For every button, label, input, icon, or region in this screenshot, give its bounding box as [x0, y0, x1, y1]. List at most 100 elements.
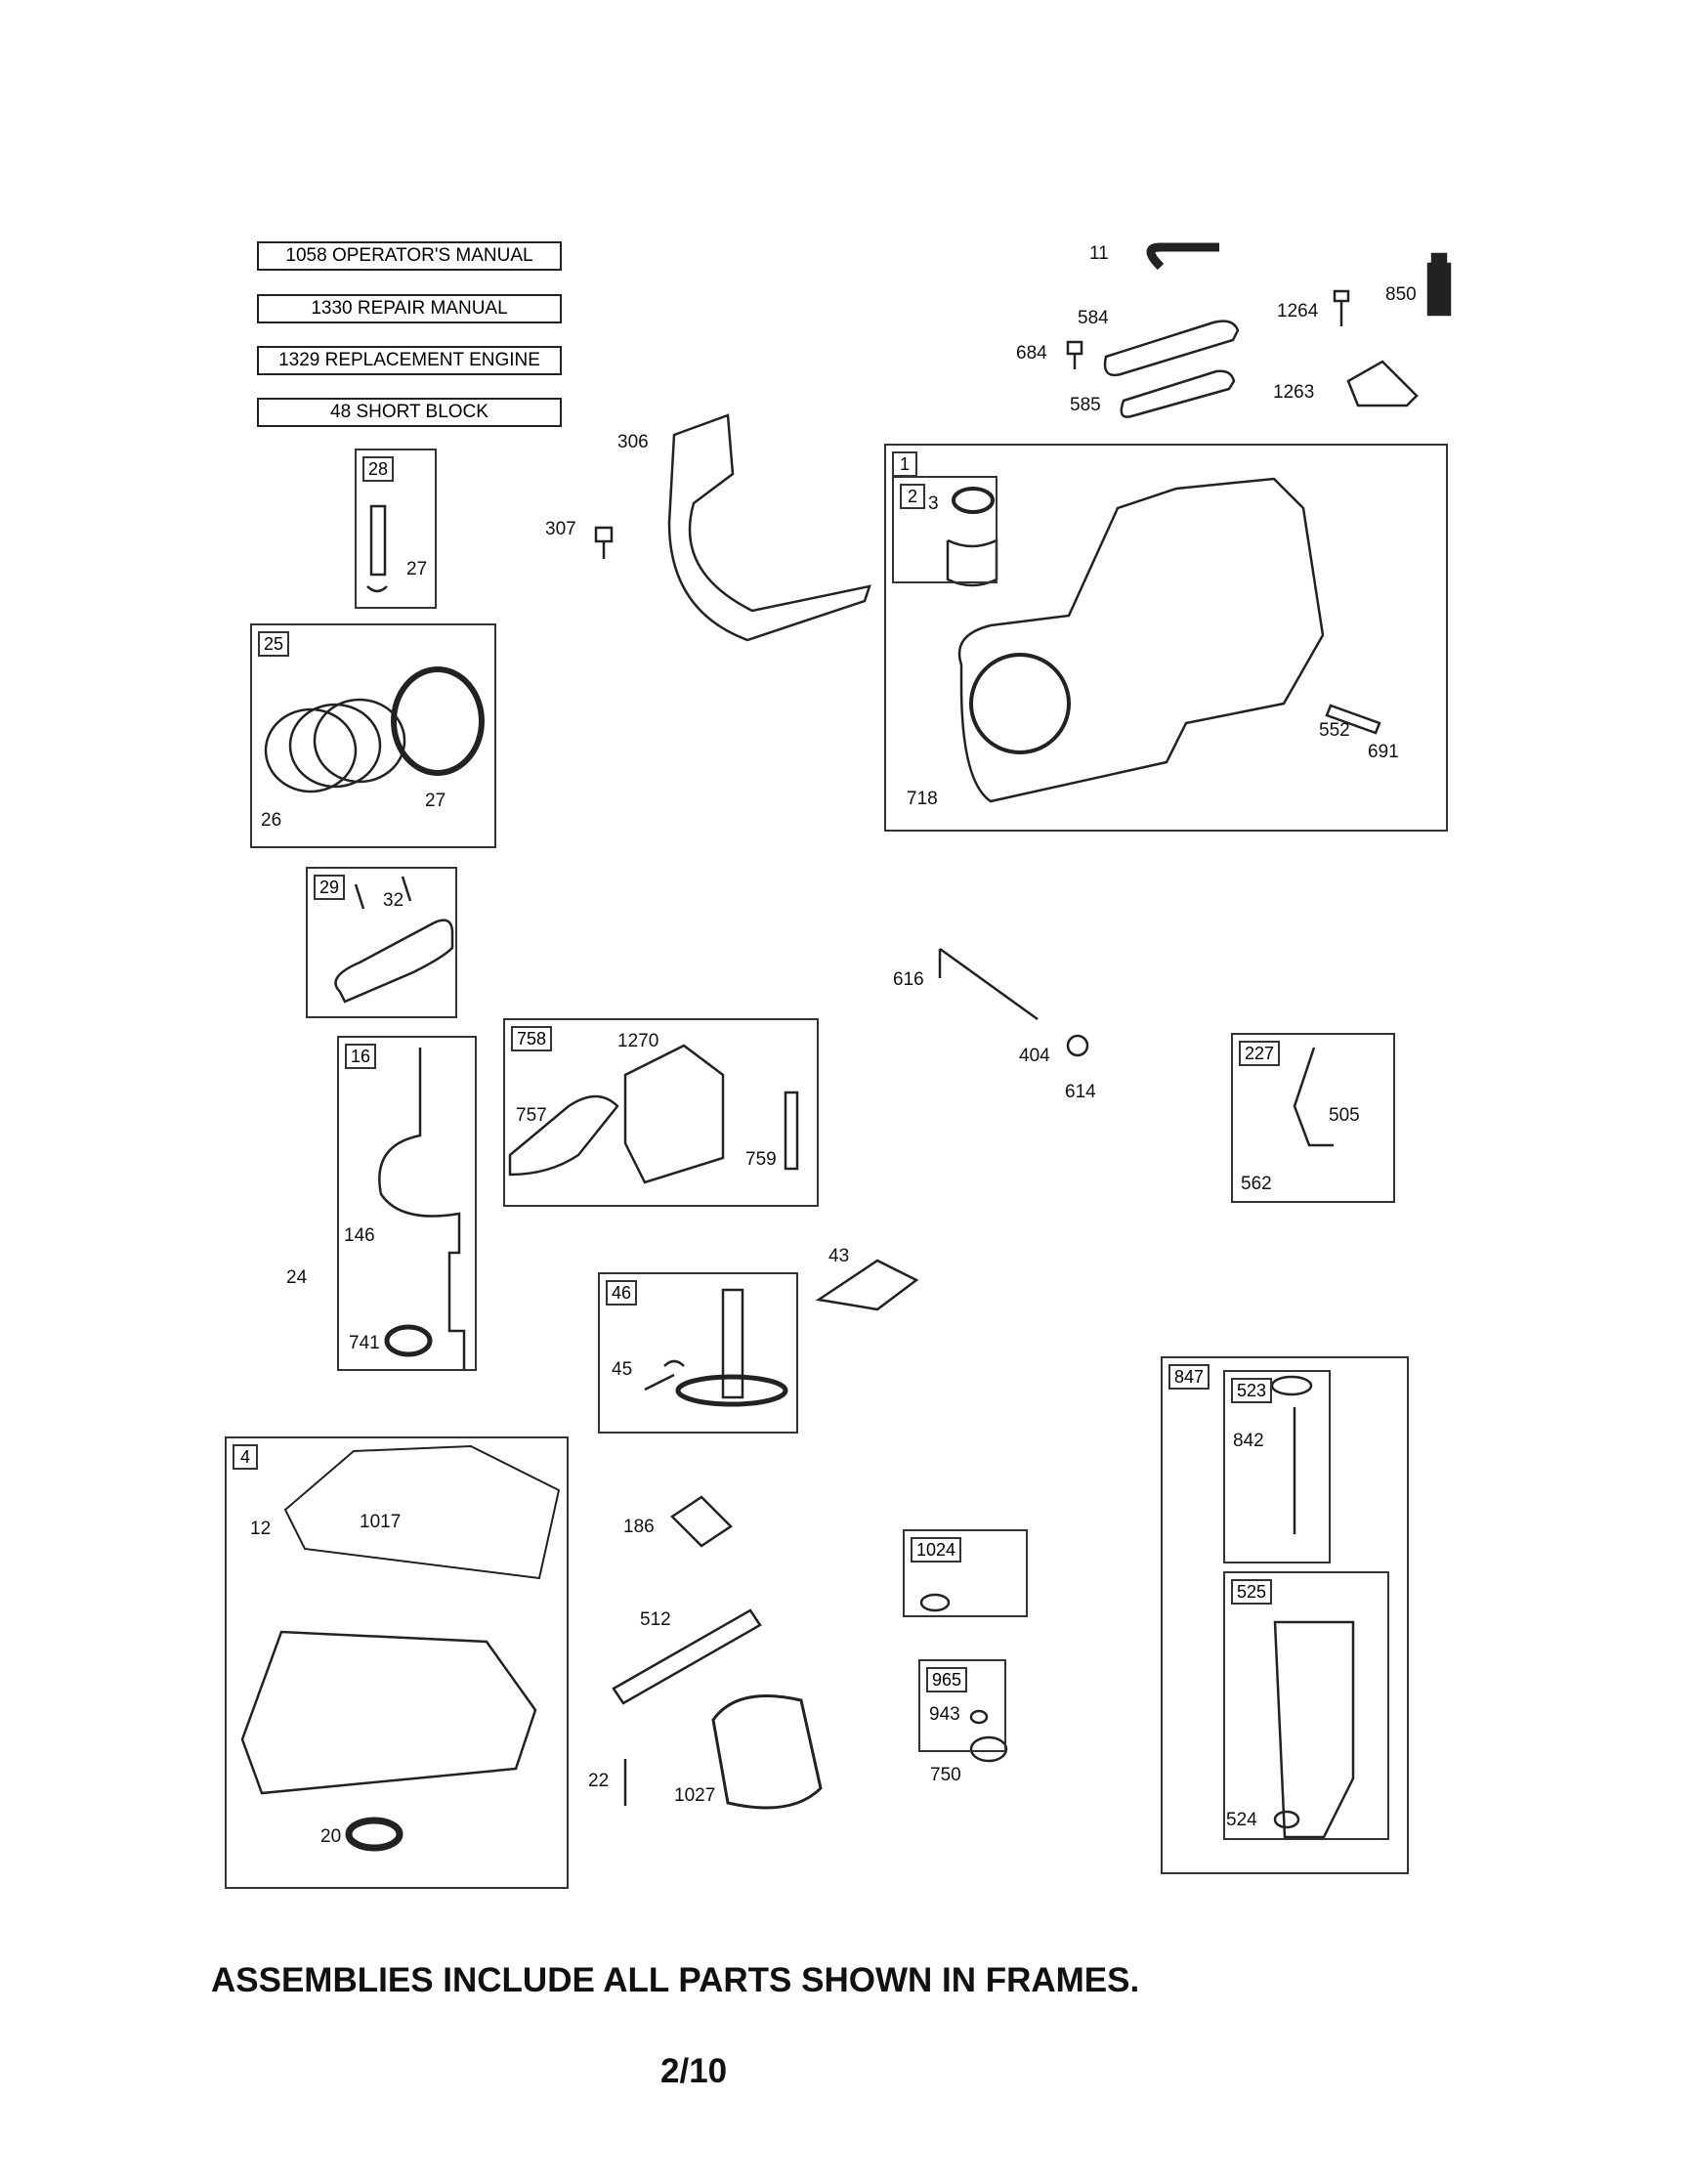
- plate-1263-drawing: [1346, 360, 1419, 407]
- frame-4: 4: [225, 1436, 569, 1889]
- part-1024-drawing: [919, 1593, 951, 1612]
- lever-227-drawing: [1293, 1047, 1334, 1147]
- part-label-26: 26: [261, 810, 282, 831]
- part-label-1027: 1027: [674, 1785, 716, 1806]
- part-label-27-ring: 27: [425, 791, 446, 811]
- frame-29: 29: [306, 867, 457, 1018]
- part-label-512: 512: [640, 1609, 671, 1630]
- frame-523: 523: [1223, 1370, 1331, 1563]
- part-label-943: 943: [929, 1704, 960, 1725]
- frame-tag: 25: [258, 631, 290, 657]
- ring-943-drawing: [969, 1709, 989, 1725]
- screw-1264-drawing: [1333, 289, 1350, 326]
- part-label-614: 614: [1065, 1082, 1096, 1102]
- seal-20-drawing: [345, 1817, 403, 1852]
- balancer-757-drawing: [508, 1094, 619, 1177]
- rod-bolts-drawing: [354, 876, 412, 910]
- part-label-20: 20: [320, 1826, 342, 1847]
- crankshaft-drawing: [378, 1048, 466, 1370]
- frame-227: 227: [1231, 1033, 1395, 1203]
- frame-tag: 227: [1239, 1041, 1281, 1066]
- gear-741-drawing: [384, 1324, 433, 1357]
- frame-1024: 1024: [903, 1529, 1028, 1617]
- part-label-524: 524: [1226, 1810, 1257, 1830]
- part-label-307: 307: [545, 519, 576, 539]
- frame-tag: 847: [1168, 1364, 1210, 1390]
- oil-filter-drawing: [711, 1694, 823, 1810]
- manual-repair: 1330 REPAIR MANUAL: [257, 294, 562, 323]
- piston-drawing: [391, 666, 485, 776]
- frame-25: 25: [250, 623, 496, 848]
- frame-tag: 525: [1231, 1579, 1273, 1605]
- part-label-146: 146: [344, 1225, 375, 1246]
- part-label-562: 562: [1241, 1174, 1272, 1194]
- footer-note: ASSEMBLIES INCLUDE ALL PARTS SHOWN IN FR…: [211, 1961, 1140, 1999]
- frame-tag: 29: [314, 875, 346, 900]
- part-label-1263: 1263: [1273, 382, 1315, 403]
- frame-tag: 28: [362, 456, 395, 482]
- part-label-757: 757: [516, 1105, 547, 1126]
- frame-758: 758: [503, 1018, 819, 1207]
- part-label-750: 750: [930, 1765, 961, 1785]
- bracket-43-drawing: [815, 1259, 919, 1311]
- part-label-12: 12: [250, 1519, 272, 1539]
- manual-short-block: 48 SHORT BLOCK: [257, 398, 562, 427]
- part-label-585: 585: [1070, 395, 1101, 415]
- frame-1: 1: [884, 444, 1448, 832]
- frame-tag: 523: [1231, 1378, 1273, 1403]
- part-label-684: 684: [1016, 343, 1047, 364]
- breather-tube-drawing: [1146, 242, 1219, 271]
- washer-404-drawing: [1066, 1034, 1089, 1057]
- balancer-body-drawing: [623, 1044, 725, 1184]
- part-512-drawing: [612, 1608, 762, 1705]
- manual-replacement-engine: 1329 REPLACEMENT ENGINE: [257, 346, 562, 375]
- bolt-684-drawing: [1066, 340, 1083, 369]
- sump-drawing: [240, 1630, 537, 1795]
- pin-28-drawing: [366, 504, 388, 593]
- part-label-741: 741: [349, 1333, 380, 1353]
- part-label-3: 3: [928, 493, 939, 514]
- part-label-11: 11: [1089, 243, 1109, 264]
- frame-tag: 758: [511, 1026, 553, 1051]
- ring-26c-drawing: [313, 698, 406, 784]
- part-label-186: 186: [623, 1517, 655, 1537]
- frame-2: 2: [892, 476, 998, 583]
- frame-16: 16: [337, 1036, 477, 1371]
- part-label-22: 22: [588, 1771, 610, 1791]
- frame-tag: 1: [892, 451, 917, 477]
- part-label-24: 24: [286, 1267, 308, 1288]
- ring-965-drawing: [969, 1735, 1008, 1763]
- ring-26-drawing: [264, 707, 358, 793]
- shield-306-drawing: [667, 413, 871, 642]
- frame-847: 847: [1161, 1356, 1409, 1874]
- tube-850-drawing: [1426, 252, 1452, 317]
- cylinder-bore-drawing: [969, 653, 1071, 754]
- governor-shaft-drawing: [938, 947, 1039, 1021]
- frame-tag: 16: [345, 1044, 377, 1069]
- cam-gear-drawing: [675, 1374, 788, 1407]
- frame-tag: 46: [606, 1280, 638, 1306]
- part-label-616: 616: [893, 969, 924, 990]
- frame-28: 28: [355, 449, 437, 609]
- part-label-32: 32: [383, 890, 404, 911]
- part-label-45: 45: [612, 1359, 633, 1380]
- frame-tag: 4: [233, 1444, 258, 1470]
- part-label-850: 850: [1385, 284, 1417, 305]
- frame-tag: 965: [926, 1667, 968, 1692]
- part-186-drawing: [670, 1495, 733, 1548]
- camshaft-drawing: [721, 1288, 744, 1399]
- part-label-759: 759: [745, 1149, 777, 1170]
- part-label-552: 552: [1319, 720, 1350, 741]
- breather-gasket-drawing: [1120, 369, 1236, 418]
- part-label-306: 306: [617, 432, 649, 452]
- frame-525: 525: [1223, 1571, 1389, 1840]
- pin-552-drawing: [1325, 704, 1381, 735]
- part-label-718: 718: [907, 789, 938, 809]
- part-label-43: 43: [828, 1246, 850, 1266]
- part-label-842: 842: [1233, 1431, 1264, 1451]
- part-label-1264: 1264: [1277, 301, 1319, 321]
- breather-cover-drawing: [1103, 320, 1240, 377]
- part-label-27: 27: [406, 559, 428, 579]
